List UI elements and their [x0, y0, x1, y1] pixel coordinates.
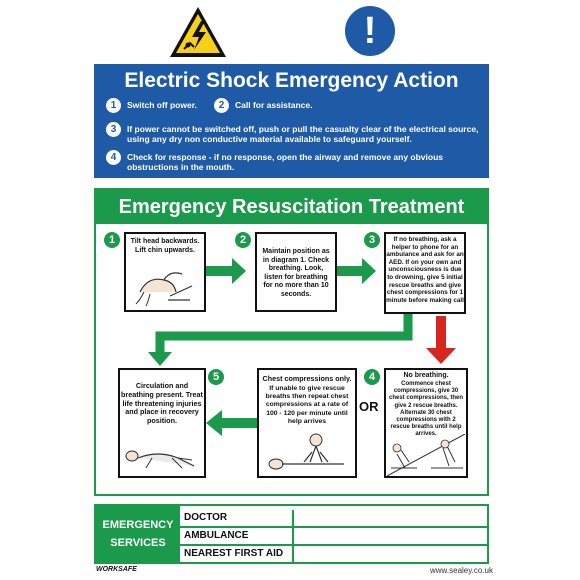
step-text: Switch off power. [127, 100, 197, 110]
step-3-box [384, 232, 466, 314]
step-2-box [255, 232, 337, 312]
resuscitation-title: Emergency Resuscitation Treatment [96, 190, 487, 224]
step-3-number: 3 [364, 232, 380, 248]
head-tilt-illustration [135, 272, 193, 307]
mandatory-action-icon: ! [345, 6, 395, 56]
step-4-title: No breathing. [403, 372, 449, 379]
step-2-text: Maintain position as in diagram 1. Check… [262, 248, 330, 298]
shock-step-4: 4 Check for response - if no response, o… [106, 150, 481, 172]
chest-compression-illustration [268, 433, 344, 470]
doctor-field[interactable] [292, 510, 487, 526]
worksafe-logo: WORKSAFE [96, 566, 137, 573]
step-text: Call for assistance. [235, 100, 313, 110]
ambulance-field[interactable] [292, 528, 487, 544]
electric-shock-panel: Electric Shock Emergency Action 1 Switch… [94, 64, 489, 178]
step-4-box [384, 368, 468, 478]
step-number: 3 [106, 122, 121, 137]
step-5-number: 5 [208, 369, 224, 385]
ambulance-row: AMBULANCE [180, 528, 487, 546]
emergency-services-table: EMERGENCY SERVICES DOCTOR AMBULANCE NEAR… [94, 504, 489, 564]
step-3-text: If no breathing, ask a helper to phone f… [386, 236, 464, 304]
shock-step-1: 1 Switch off power. [106, 98, 206, 113]
doctor-row: DOCTOR [180, 510, 487, 528]
or-label: OR [359, 399, 379, 414]
arrow-cc-to-5 [206, 410, 258, 436]
first-aid-label: NEAREST FIRST AID [184, 548, 284, 559]
arrow-3-to-5 [155, 314, 413, 356]
electric-shock-warning-icon [170, 7, 226, 57]
emergency-label-line1: EMERGENCY [102, 519, 174, 531]
electric-shock-title: Electric Shock Emergency Action [124, 69, 459, 92]
step-1-box [124, 232, 206, 312]
cpr-illustration [387, 434, 465, 476]
step-1-number: 1 [104, 232, 120, 248]
arrow-1-to-2 [206, 258, 246, 284]
step-number: 1 [106, 98, 121, 113]
emergency-services-label: EMERGENCY SERVICES [96, 506, 180, 562]
first-aid-field[interactable] [292, 546, 487, 562]
website-url: www.sealey.co.uk [430, 566, 493, 575]
doctor-label: DOCTOR [184, 512, 228, 523]
exclamation-icon: ! [363, 10, 377, 52]
step-5-text: Circulation and breathing present. Treat… [121, 381, 203, 426]
arrow-3-to-4 [426, 316, 456, 364]
chest-compressions-title: Chest compressions only. [262, 374, 352, 383]
arrow-2-to-3 [336, 258, 376, 284]
step-text: Check for response - if no response, ope… [127, 152, 443, 172]
shock-step-2: 2 Call for assistance. [214, 98, 364, 113]
recovery-position-illustration [125, 450, 195, 469]
step-4-number: 4 [364, 369, 380, 385]
chest-compressions-text: If unable to give rescue breaths then re… [265, 385, 349, 425]
step-1-text: Tilt head backwards. Lift chin upwards. [130, 238, 200, 254]
step-number: 2 [214, 98, 229, 113]
resuscitation-panel: Emergency Resuscitation Treatment [94, 188, 489, 496]
step-text: If power cannot be switched off, push or… [127, 124, 479, 144]
step-4-text: Commence chest compressions, give 30 che… [388, 381, 464, 438]
shock-step-3: 3 If power cannot be switched off, push … [106, 122, 481, 144]
step-2-number: 2 [235, 232, 251, 248]
emergency-label-line2: SERVICES [110, 537, 166, 549]
step-number: 4 [106, 150, 121, 165]
first-aid-row: NEAREST FIRST AID [180, 546, 487, 564]
ambulance-label: AMBULANCE [184, 530, 249, 541]
